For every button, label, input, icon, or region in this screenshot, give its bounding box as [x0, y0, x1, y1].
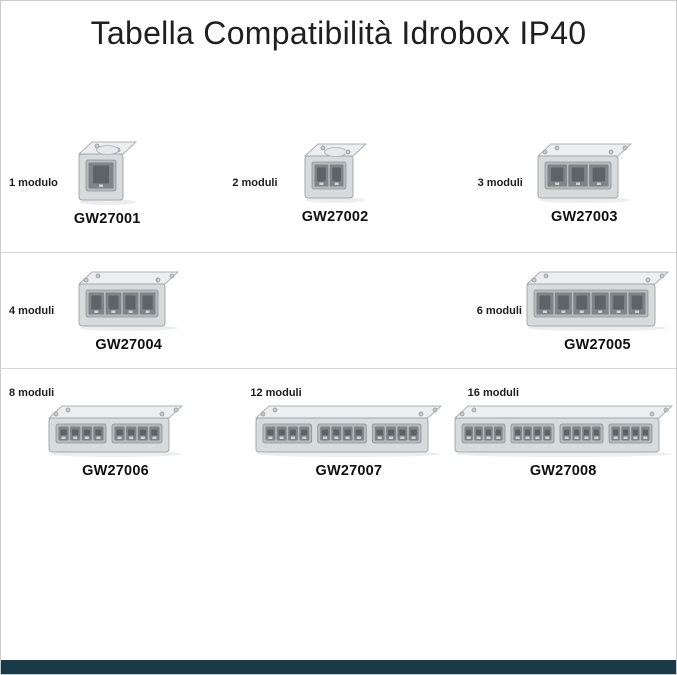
product-cell: 1 modulo GW27001 [1, 91, 225, 252]
product-box-image [452, 403, 675, 459]
product-code: GW27001 [73, 210, 141, 227]
module-count-label: 1 modulo [9, 176, 58, 189]
product-cell: 12 moduli GW27007 [225, 369, 449, 529]
module-count-label: 16 moduli [467, 387, 519, 399]
product: GW27008 [452, 403, 675, 479]
product: GW27005 [524, 269, 671, 353]
product-code: GW27005 [564, 336, 631, 353]
product-box-image [302, 141, 369, 205]
product-box-svg [525, 271, 670, 331]
product-box-image [76, 269, 181, 333]
module-count-label: 4 moduli [9, 304, 55, 317]
product-box-svg [303, 143, 367, 203]
product-code: GW27002 [301, 208, 369, 225]
product-box-svg [536, 143, 633, 203]
product-cell: 6 moduli GW27005 [338, 253, 676, 368]
product-box-image [76, 139, 139, 207]
product-cell: 2 moduli GW27002 [225, 91, 449, 252]
product: GW27002 [302, 141, 369, 225]
product-box-image [524, 269, 671, 333]
product-box-svg [77, 141, 138, 205]
product-box-image [535, 141, 634, 205]
product-cell: 8 moduli GW27006 [1, 369, 225, 529]
product-box-image [46, 403, 185, 459]
product-code: GW27007 [315, 463, 383, 479]
product-box-svg [47, 405, 184, 457]
product-box-image [253, 403, 444, 459]
product: GW27004 [76, 269, 181, 353]
module-count-label: 12 moduli [250, 387, 302, 399]
product-row-3: 8 moduli GW27006 12 moduli GW27007 16 mo… [1, 369, 676, 529]
module-count-label: 2 moduli [232, 176, 278, 189]
product-box-svg [77, 271, 180, 331]
footer-bar [1, 660, 676, 674]
product-code: GW27008 [529, 463, 597, 479]
product-box-svg [453, 405, 673, 457]
product-row-2: 4 moduli GW27004 6 moduli GW27005 [1, 253, 676, 369]
product-cell: 16 moduli GW27008 [450, 369, 676, 529]
product: GW27007 [253, 403, 444, 479]
module-count-label: 6 moduli [476, 304, 522, 317]
page-title: Tabella Compatibilità Idrobox IP40 [90, 15, 587, 51]
product: GW27003 [535, 141, 634, 225]
product-code: GW27003 [551, 208, 618, 225]
product: GW27001 [74, 139, 141, 227]
module-count-label: 3 moduli [477, 176, 523, 189]
product-code: GW27004 [95, 336, 163, 353]
product-row-1: 1 modulo GW27001 2 moduli GW27002 3 modu… [1, 91, 676, 253]
product-box-svg [255, 405, 443, 457]
empty-space [1, 529, 676, 660]
product-cell: 4 moduli GW27004 [1, 253, 338, 368]
product-cell: 3 moduli GW27003 [450, 91, 676, 252]
product: GW27006 [46, 403, 185, 479]
product-code: GW27006 [82, 463, 149, 479]
module-count-label: 8 moduli [9, 387, 55, 399]
